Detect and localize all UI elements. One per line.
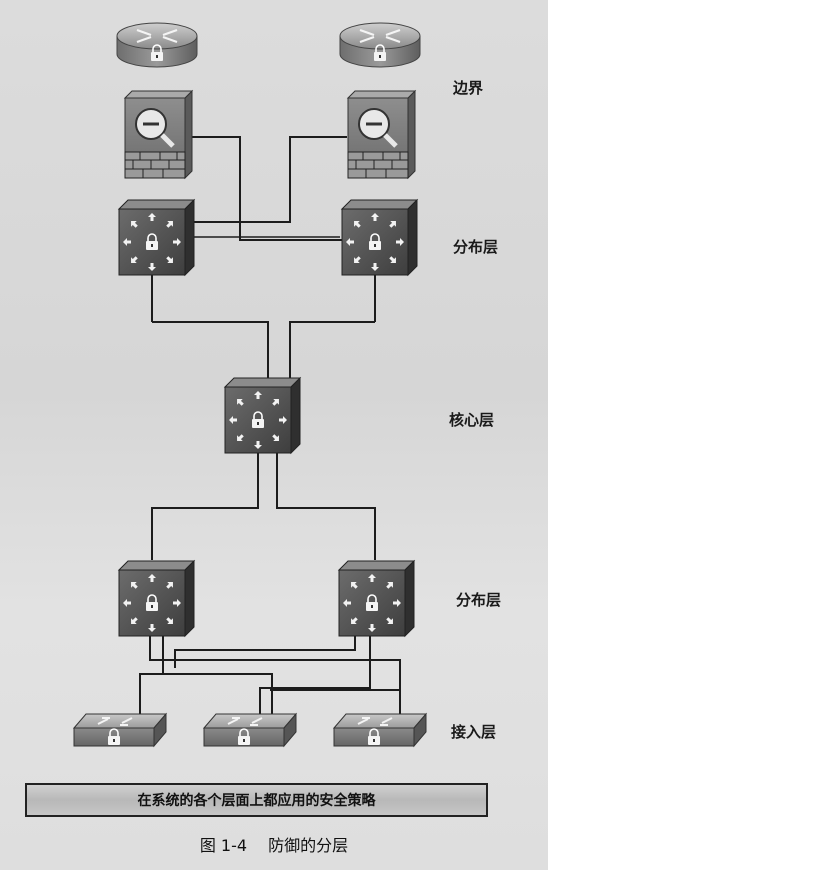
layer-label-access: 接入层 [451,723,497,741]
layer-label-distribution-bottom: 分布层 [456,591,502,609]
figure-title: 防御的分层 [268,836,349,855]
figure-caption: 图 1-4 防御的分层 [0,832,548,856]
scanned-figure: 边界 分布层 核心层 分布层 接入层 在系统的各个层面上都应用的安全策略 图 1… [0,0,548,870]
firewall-icon [348,91,415,178]
router-icon [117,23,197,67]
multilayer-switch-icon [119,200,194,275]
multilayer-switch-icon [225,378,300,453]
network-diagram [0,0,548,870]
firewall-icon [125,91,192,178]
connection-lines [139,136,401,722]
multilayer-switch-icon [339,561,414,636]
workgroup-switch-icon [204,714,296,746]
multilayer-switch-icon [342,200,417,275]
layer-label-core: 核心层 [449,411,495,429]
layer-label-edge: 边界 [453,79,484,97]
workgroup-switch-icon [334,714,426,746]
workgroup-switch-icon [74,714,166,746]
layer-label-distribution-top: 分布层 [453,238,499,256]
multilayer-switch-icon [119,561,194,636]
router-icon [340,23,420,67]
figure-number: 图 1-4 [199,836,248,855]
security-policy-banner: 在系统的各个层面上都应用的安全策略 [25,783,488,817]
